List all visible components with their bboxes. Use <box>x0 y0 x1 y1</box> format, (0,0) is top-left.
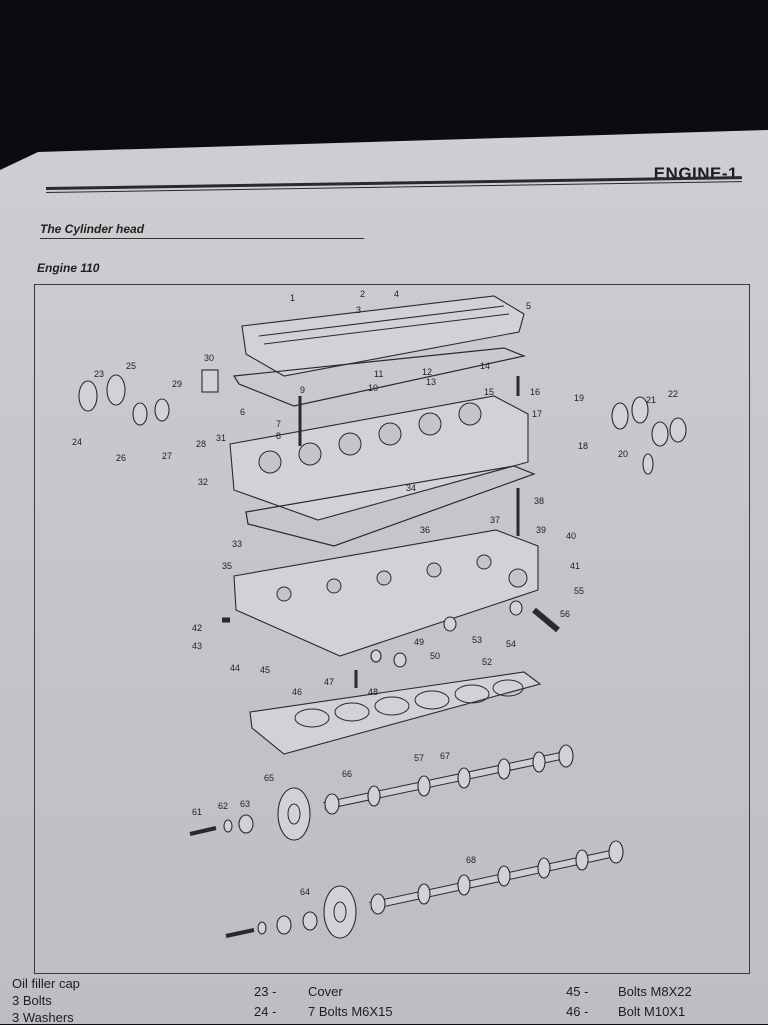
legend-item: Bolts M8X22 <box>618 984 692 999</box>
gear-bolt-lower <box>225 911 318 938</box>
callout-14: 14 <box>480 361 490 371</box>
callout-16: 16 <box>530 387 540 397</box>
section-rule <box>40 238 364 239</box>
callout-6: 6 <box>240 407 245 417</box>
cam-gear-lower <box>323 885 357 939</box>
callout-44: 44 <box>230 663 240 673</box>
figure-frame <box>34 284 750 974</box>
legend-item: Cover <box>308 984 343 999</box>
legend-item: 3 Bolts <box>12 993 52 1008</box>
callout-32: 32 <box>198 477 208 487</box>
callout-49: 49 <box>414 637 424 647</box>
callout-39: 39 <box>536 525 546 535</box>
callout-46: 46 <box>292 687 302 697</box>
callout-7: 7 <box>276 419 281 429</box>
callout-42: 42 <box>192 623 202 633</box>
callout-50: 50 <box>430 651 440 661</box>
callout-57: 57 <box>414 753 424 763</box>
callout-3: 3 <box>356 305 361 315</box>
callout-24: 24 <box>72 437 82 447</box>
valve-cover <box>241 295 525 377</box>
callout-25: 25 <box>126 361 136 371</box>
callout-33: 33 <box>232 539 242 549</box>
legend-item: Bolt M10X1 <box>618 1004 686 1019</box>
callout-31: 31 <box>216 433 226 443</box>
callout-54: 54 <box>506 639 516 649</box>
callout-20: 20 <box>618 449 628 459</box>
legend-item: Oil filler cap <box>12 976 80 991</box>
callout-18: 18 <box>578 441 588 451</box>
callout-15: 15 <box>484 387 494 397</box>
cam-gear-upper <box>277 787 311 841</box>
callout-1: 1 <box>290 293 295 303</box>
callout-41: 41 <box>570 561 580 571</box>
callout-10: 10 <box>368 383 378 393</box>
camshaft-carrier <box>229 395 529 521</box>
callout-17: 17 <box>532 409 542 419</box>
callout-12: 12 <box>422 367 432 377</box>
right-seal-parts <box>611 396 687 475</box>
callout-29: 29 <box>172 379 182 389</box>
legend-number: 23 - <box>254 984 277 999</box>
callout-61: 61 <box>192 807 202 817</box>
callout-26: 26 <box>116 453 126 463</box>
carrier-gasket <box>245 465 536 547</box>
camshaft-lower <box>369 840 624 915</box>
callout-38: 38 <box>534 496 544 506</box>
callout-62: 62 <box>218 801 228 811</box>
callout-2: 2 <box>360 289 365 299</box>
legend-number: 45 - <box>566 984 589 999</box>
subsection-title: Engine 110 <box>37 261 100 275</box>
callout-66: 66 <box>342 769 352 779</box>
callout-43: 43 <box>192 641 202 651</box>
callout-30: 30 <box>204 353 214 363</box>
callout-11: 11 <box>374 369 383 379</box>
callout-55: 55 <box>574 586 584 596</box>
callout-56: 56 <box>560 609 570 619</box>
callout-68: 68 <box>466 855 476 865</box>
callout-37: 37 <box>490 515 500 525</box>
callout-5: 5 <box>526 301 531 311</box>
callout-9: 9 <box>300 385 305 395</box>
callout-19: 19 <box>574 393 584 403</box>
callout-65: 65 <box>264 773 274 783</box>
callout-64: 64 <box>300 887 310 897</box>
callout-53: 53 <box>472 635 482 645</box>
callout-21: 21 <box>646 395 656 405</box>
callout-35: 35 <box>222 561 232 571</box>
left-seal-parts <box>78 369 219 426</box>
callout-22: 22 <box>668 389 678 399</box>
callout-52: 52 <box>482 657 492 667</box>
callout-27: 27 <box>162 451 172 461</box>
legend-number: 24 - <box>254 1004 277 1019</box>
callout-34: 34 <box>406 483 416 493</box>
camshaft-upper <box>323 744 574 815</box>
callout-48: 48 <box>368 687 378 697</box>
callout-13: 13 <box>426 377 436 387</box>
callout-45: 45 <box>260 665 270 675</box>
callout-8: 8 <box>276 431 281 441</box>
callout-4: 4 <box>394 289 399 299</box>
callout-67: 67 <box>440 751 450 761</box>
callout-40: 40 <box>566 531 576 541</box>
gear-bolt-upper <box>189 814 254 836</box>
callout-28: 28 <box>196 439 206 449</box>
cylinder-head <box>233 529 539 657</box>
small-fasteners <box>222 376 560 688</box>
head-gasket <box>249 671 542 755</box>
callout-47: 47 <box>324 677 334 687</box>
legend-number: 46 - <box>566 1004 589 1019</box>
callout-36: 36 <box>420 525 430 535</box>
cover-gasket <box>232 347 527 407</box>
callout-23: 23 <box>94 369 104 379</box>
callout-63: 63 <box>240 799 250 809</box>
legend-item: 3 Washers <box>12 1010 74 1025</box>
section-title: The Cylinder head <box>40 222 145 236</box>
legend-item: 7 Bolts M6X15 <box>308 1004 393 1019</box>
